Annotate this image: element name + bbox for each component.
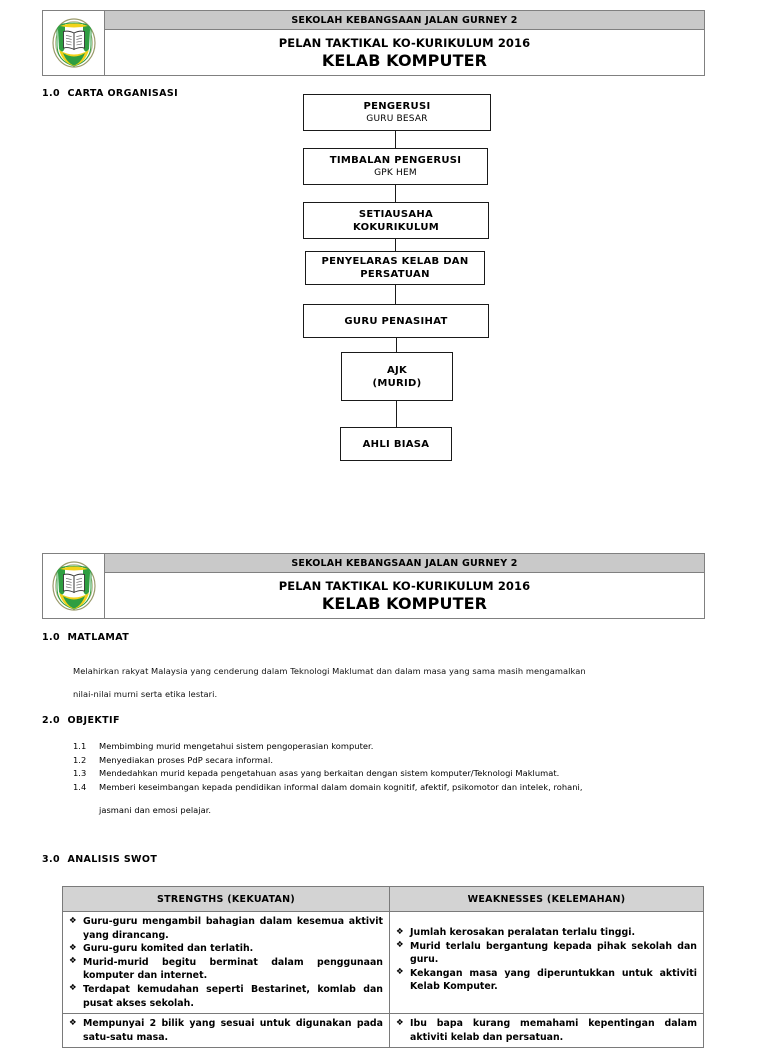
org-node-subtitle: KOKURIKULUM	[353, 221, 439, 233]
heading-matlamat: 1.0 MATLAMAT	[42, 632, 130, 643]
list-item: Mempunyai 2 bilik yang sesuai untuk digu…	[68, 1017, 383, 1044]
club-title-line: KELAB KOMPUTER	[321, 50, 488, 70]
list-item: Guru-guru komited dan terlatih.	[68, 942, 383, 956]
objektif-number: 1.3	[73, 768, 87, 779]
objektif-text: Menyediakan proses PdP secara informal.	[99, 754, 274, 765]
heading-carta-organisasi: 1.0 CARTA ORGANISASI	[42, 88, 179, 99]
org-connector-4	[395, 285, 397, 305]
plan-title-line: PELAN TAKTIKAL KO-KURIKULUM 2016	[278, 35, 531, 50]
objektif-item: 1.2 Menyediakan proses PdP secara inform…	[73, 754, 763, 768]
list-item: Murid-murid begitu berminat dalam penggu…	[68, 955, 383, 983]
org-node-title: SETIAUSAHA	[358, 208, 434, 220]
strengths-list: Guru-guru mengambil bahagian dalam kesem…	[68, 914, 383, 1010]
document-title-cell: PELAN TAKTIKAL KO-KURIKULUM 2016 KELAB K…	[104, 29, 705, 76]
org-node-subtitle: (MURID)	[372, 377, 422, 389]
document-header-page2: SEKOLAH KEBANGSAAN JALAN GURNEY 2 PELAN …	[42, 553, 705, 619]
swot-cell-strengths: Mempunyai 2 bilik yang sesuai untuk digu…	[62, 1013, 390, 1048]
org-node-setiausaha-kokurikulum[interactable]: SETIAUSAHA KOKURIKULUM	[303, 202, 489, 239]
org-connector-5	[396, 338, 398, 353]
heading-analisis-swot: 3.0 ANALISIS SWOT	[42, 854, 158, 865]
objektif-text: Memberi keseimbangan kepada pendidikan i…	[99, 781, 583, 792]
weaknesses-list: Ibu bapa kurang memahami kepentingan dal…	[395, 1017, 697, 1044]
org-node-ahli-biasa[interactable]: AHLI BIASA	[340, 427, 452, 461]
org-node-pengerusi[interactable]: PENGERUSI GURU BESAR	[303, 94, 491, 131]
list-item: Terdapat kemudahan seperti Bestarinet, k…	[68, 982, 383, 1010]
matlamat-line-2: nilai-nilai murni serta etika lestari.	[73, 689, 218, 699]
swot-header-weaknesses: WEAKNESSES (KELEMAHAN)	[389, 886, 704, 912]
swot-header-strengths: STRENGTHS (KEKUATAN)	[62, 886, 390, 912]
objektif-list: 1.1 Membimbing murid mengetahui sistem p…	[73, 740, 763, 818]
org-node-title: AHLI BIASA	[362, 438, 430, 450]
list-item: Guru-guru mengambil bahagian dalam kesem…	[68, 914, 383, 942]
org-node-subtitle: PERSATUAN	[360, 269, 430, 280]
school-name-band: SEKOLAH KEBANGSAAN JALAN GURNEY 2	[104, 10, 705, 30]
school-crest-logo-cell	[42, 10, 105, 76]
org-node-title: TIMBALAN PENGERUSI	[329, 155, 462, 166]
school-crest-icon	[51, 18, 96, 68]
swot-cell-weaknesses: Ibu bapa kurang memahami kepentingan dal…	[389, 1013, 704, 1048]
club-title-line: KELAB KOMPUTER	[321, 593, 488, 613]
heading-objektif: 2.0 OBJEKTIF	[42, 715, 120, 726]
org-node-subtitle: GURU BESAR	[366, 114, 428, 124]
plan-title-line: PELAN TAKTIKAL KO-KURIKULUM 2016	[278, 578, 531, 593]
list-item: Jumlah kerosakan peralatan terlalu tingg…	[395, 926, 697, 940]
school-crest-logo-cell	[42, 553, 105, 619]
org-connector-2	[395, 185, 397, 208]
org-node-subtitle: GPK HEM	[374, 168, 417, 178]
org-connector-3	[395, 239, 397, 252]
strengths-list: Mempunyai 2 bilik yang sesuai untuk digu…	[68, 1017, 383, 1044]
objektif-number: 1.4	[73, 781, 87, 792]
swot-row-1: Guru-guru mengambil bahagian dalam kesem…	[62, 910, 704, 1015]
matlamat-line-1: Melahirkan rakyat Malaysia yang cenderun…	[73, 666, 586, 676]
objektif-item: 1.4 Memberi keseimbangan kepada pendidik…	[73, 781, 763, 795]
org-node-title: PENYELARAS KELAB DAN	[321, 256, 469, 267]
objektif-item: 1.1 Membimbing murid mengetahui sistem p…	[73, 740, 763, 754]
objektif-number: 1.1	[73, 741, 87, 751]
org-node-title: PENGERUSI	[363, 101, 431, 112]
list-item: Ibu bapa kurang memahami kepentingan dal…	[395, 1017, 697, 1044]
objektif-text: Membimbing murid mengetahui sistem pengo…	[99, 741, 374, 751]
objektif-text: Mendedahkan murid kepada pengetahuan asa…	[99, 768, 560, 779]
org-node-title: AJK	[386, 364, 408, 376]
swot-row-2: Mempunyai 2 bilik yang sesuai untuk digu…	[62, 1013, 704, 1048]
list-item: Kekangan masa yang diperuntukkan untuk a…	[395, 966, 697, 994]
school-name-band: SEKOLAH KEBANGSAAN JALAN GURNEY 2	[104, 553, 705, 573]
document-header-page1: SEKOLAH KEBANGSAAN JALAN GURNEY 2 PELAN …	[42, 10, 705, 76]
org-node-title: GURU PENASIHAT	[344, 315, 448, 327]
objektif-continuation: jasmani dan emosi pelajar.	[99, 805, 212, 816]
org-node-ajk-murid[interactable]: AJK (MURID)	[341, 352, 453, 401]
org-node-penyelaras-kelab-persatuan[interactable]: PENYELARAS KELAB DAN PERSATUAN	[305, 251, 485, 285]
objektif-number: 1.2	[73, 754, 87, 765]
swot-cell-strengths: Guru-guru mengambil bahagian dalam kesem…	[62, 910, 390, 1015]
school-crest-icon	[51, 561, 96, 611]
document-title-cell: PELAN TAKTIKAL KO-KURIKULUM 2016 KELAB K…	[104, 572, 705, 619]
weaknesses-list: Jumlah kerosakan peralatan terlalu tingg…	[395, 926, 697, 994]
swot-header-row: STRENGTHS (KEKUATAN) WEAKNESSES (KELEMAH…	[62, 886, 704, 912]
org-connector-6	[396, 401, 398, 427]
org-node-timbalan-pengerusi[interactable]: TIMBALAN PENGERUSI GPK HEM	[303, 148, 488, 185]
objektif-item: 1.3 Mendedahkan murid kepada pengetahuan…	[73, 767, 763, 781]
org-connector-1	[395, 131, 397, 154]
matlamat-paragraph: Melahirkan rakyat Malaysia yang cenderun…	[73, 660, 753, 706]
org-node-guru-penasihat[interactable]: GURU PENASIHAT	[303, 304, 489, 338]
swot-cell-weaknesses: Jumlah kerosakan peralatan terlalu tingg…	[389, 910, 704, 1015]
list-item: Murid terlalu bergantung kepada pihak se…	[395, 939, 697, 967]
